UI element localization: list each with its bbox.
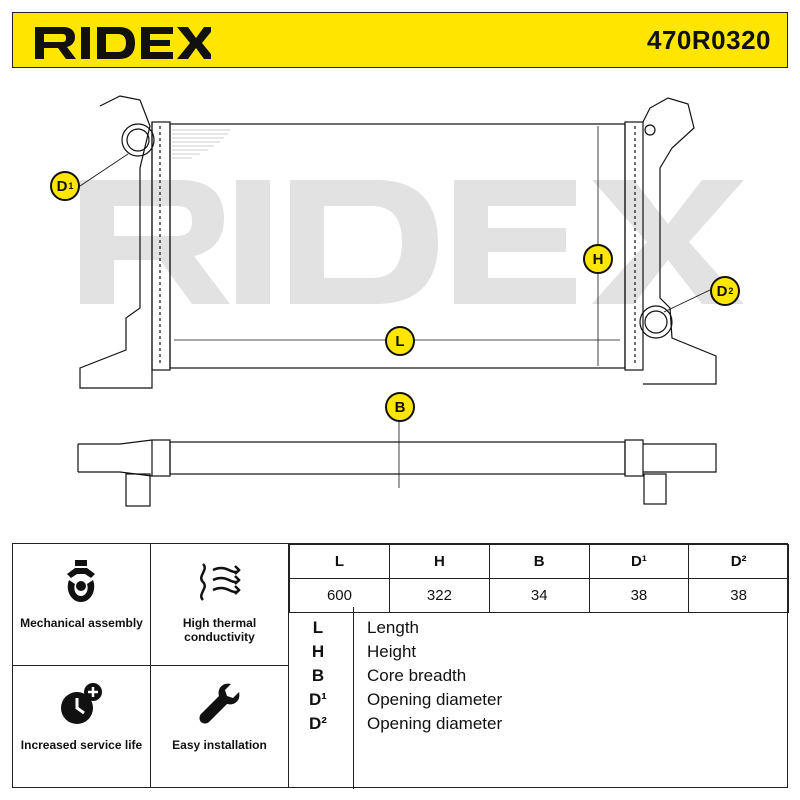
- label-l: L: [385, 326, 415, 356]
- mechanical-assembly-icon: [67, 560, 95, 602]
- watermark-logo: [80, 180, 744, 304]
- ridex-logo: [35, 27, 211, 59]
- increased-service-life-icon: [61, 683, 102, 724]
- easy-installation-icon: [199, 683, 240, 724]
- dimensions-header-row: L H B D¹ D²: [289, 544, 789, 579]
- dimensions-table: L H B D¹ D² 600 322 34 38 38: [289, 544, 789, 613]
- part-number: 470R0320: [647, 25, 771, 55]
- right-tank: [624, 121, 644, 371]
- outlet-opening-d2: [639, 305, 673, 339]
- feature-mechanical-assembly: Mechanical assembly: [13, 544, 151, 666]
- label-b: B: [385, 392, 415, 422]
- feature-increased-service-life: Increased service life: [13, 666, 151, 788]
- label-h: H: [583, 244, 613, 274]
- radiator-top-view: [169, 441, 626, 475]
- spec-panel: Mechanical assembly High thermal conduct…: [12, 543, 789, 789]
- high-thermal-conductivity-icon: [200, 563, 241, 601]
- radiator-drawing: [77, 95, 744, 507]
- feature-high-thermal-conductivity: High thermal conductivity: [151, 544, 289, 666]
- feature-easy-installation: Easy installation: [151, 666, 289, 788]
- dimensions-value-row: 600 322 34 38 38: [289, 578, 789, 613]
- header-bar: 470R0320: [12, 12, 788, 68]
- inlet-opening-d1: [121, 123, 155, 157]
